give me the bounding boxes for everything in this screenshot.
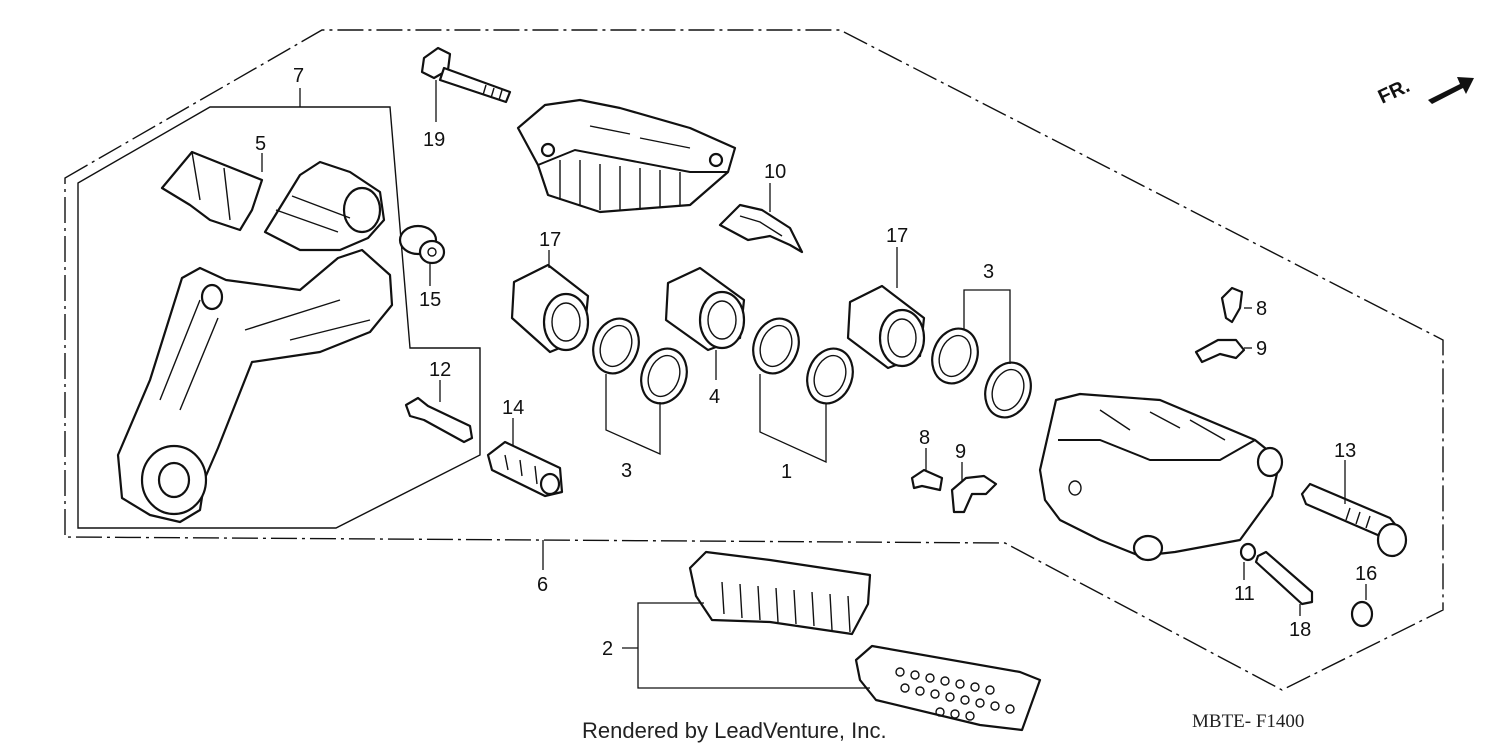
callout-13: 13 [1334,440,1356,462]
seal-rings [592,317,1032,419]
callout-3-right: 3 [983,261,994,283]
callout-7: 7 [293,65,304,87]
part-14-pin-sleeve [486,440,564,498]
front-direction-label: FR. [1375,75,1413,109]
callout-15: 15 [419,289,441,311]
part-9-cap-lower [950,474,998,514]
part-2-pad-lower [854,644,1042,732]
part-18-pin [1254,550,1314,606]
part-2-pad-upper [688,550,872,636]
part-12-pin-bolt [404,396,474,444]
piston-center [664,266,746,352]
callout-16: 16 [1355,563,1377,585]
bracket-assembly-boundary [77,106,481,529]
part-13-pin-bolt [1300,482,1408,558]
part-10-pad-spring [718,203,804,254]
part-5-pad-clip [160,150,264,232]
callout-17-left: 17 [539,229,561,251]
callout-8-lower: 8 [919,427,930,449]
callout-12: 12 [429,359,451,381]
part-9-cap-upper [1194,338,1246,364]
callout-9-upper: 9 [1256,338,1267,360]
callout-6: 6 [537,574,548,596]
leader-lines [261,80,1367,689]
part-15-pin-boot [398,224,446,265]
callout-5: 5 [255,133,266,155]
callout-2: 2 [602,638,613,660]
part-11-washer [1239,542,1257,562]
render-credit: Rendered by LeadVenture, Inc. [582,718,887,743]
part-8-bleeder-upper [1220,286,1244,324]
callout-8-upper: 8 [1256,298,1267,320]
piston-left [510,263,590,354]
callout-14: 14 [502,397,524,419]
callout-labels: 7 5 15 12 14 19 17 3 4 1 10 17 3 8 9 8 9… [255,65,1377,660]
part-7-caliper-bracket [116,160,394,524]
callout-19: 19 [423,129,445,151]
piston-right [846,284,926,370]
callout-10: 10 [764,161,786,183]
part-16-plug [1350,600,1374,628]
callout-3-left: 3 [621,460,632,482]
callout-18: 18 [1289,619,1311,641]
callout-1: 1 [781,461,792,483]
callout-4: 4 [709,386,720,408]
front-arrow-icon [1428,77,1474,104]
part-19-bolt [420,46,512,104]
front-direction-indicator: FR. [1375,75,1474,109]
diagram-code: MBTE- F1400 [1192,711,1304,732]
callout-9-lower: 9 [955,441,966,463]
callout-11: 11 [1234,583,1255,605]
callout-17-right: 17 [886,225,908,247]
caliper-body-lower [1038,392,1284,562]
caliper-body-upper [516,98,737,214]
part-8-bleeder-lower [910,468,944,492]
caliper-assembly-boundary [64,29,1444,691]
